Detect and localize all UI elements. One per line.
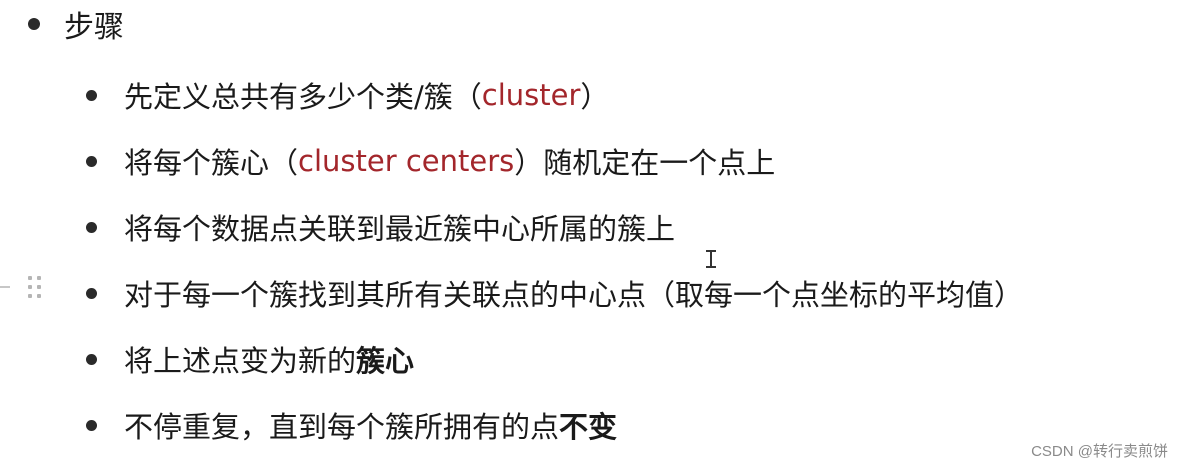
- step-text: ）: [580, 80, 610, 114]
- step-text: ）随机定在一个点上: [514, 146, 776, 180]
- bullet-icon: [86, 89, 97, 101]
- list-item: 先定义总共有多少个类/簇（cluster）: [86, 62, 1023, 128]
- list-item: 将上述点变为新的簇心: [86, 326, 1023, 392]
- watermark: CSDN @转行卖煎饼: [1031, 443, 1168, 460]
- step-text: 将每个数据点关联到最近簇中心所属的簇上: [124, 212, 676, 246]
- drag-handle-icon[interactable]: [0, 272, 50, 302]
- step-term-highlight: cluster: [481, 78, 581, 112]
- section-heading: 步骤: [28, 2, 124, 46]
- steps-list: 先定义总共有多少个类/簇（cluster） 将每个簇心（cluster cent…: [86, 62, 1023, 458]
- text-cursor-icon: [706, 250, 716, 268]
- step-text: 对于每一个簇找到其所有关联点的中心点（取每一个点坐标的平均值）: [124, 278, 1024, 312]
- indent-line: [0, 286, 10, 288]
- list-item: 对于每一个簇找到其所有关联点的中心点（取每一个点坐标的平均值）: [86, 260, 1023, 326]
- step-term-bold: 簇心: [356, 344, 415, 378]
- bullet-icon: [86, 155, 97, 167]
- step-text: 将每个簇心（: [124, 146, 299, 180]
- bullet-icon: [86, 287, 97, 299]
- step-text: 不停重复，直到每个簇所拥有的点: [124, 410, 560, 444]
- list-item: 将每个数据点关联到最近簇中心所属的簇上: [86, 194, 1023, 260]
- bullet-icon: [86, 221, 97, 233]
- bullet-icon: [86, 419, 97, 431]
- list-item: 将每个簇心（cluster centers）随机定在一个点上: [86, 128, 1023, 194]
- step-term-bold: 不变: [559, 410, 618, 444]
- bullet-icon: [28, 18, 40, 30]
- step-term-highlight: cluster centers: [298, 144, 515, 178]
- step-text: 将上述点变为新的: [124, 344, 357, 378]
- list-item: 不停重复，直到每个簇所拥有的点不变: [86, 392, 1023, 458]
- bullet-icon: [86, 353, 97, 365]
- step-text: 先定义总共有多少个类/簇（: [124, 80, 482, 114]
- section-heading-text: 步骤: [64, 10, 124, 45]
